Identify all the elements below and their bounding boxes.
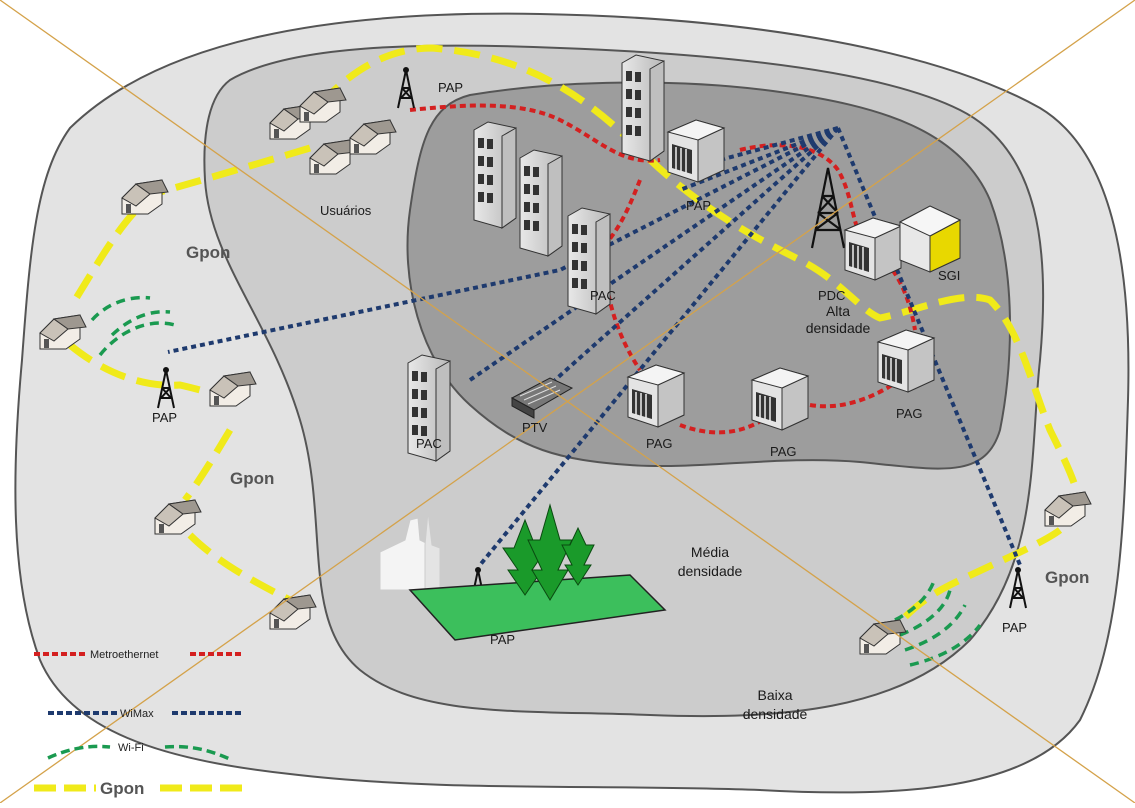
pag-building-icon [877, 329, 935, 393]
pap-label: PAP [152, 410, 177, 425]
pag-label: PAG [896, 406, 923, 421]
tall-building-icon [519, 149, 563, 257]
ptv-device-icon [510, 377, 574, 419]
zone-label-high: Alta [826, 303, 850, 319]
gpon-label: Gpon [230, 469, 274, 488]
legend-wifi-label: Wi-Fi [118, 742, 144, 754]
zone-label-high-2: densidade [806, 320, 871, 336]
gpon-label: Gpon [1045, 568, 1089, 587]
trees-icon [502, 503, 595, 601]
pap-label: PAP [1002, 620, 1027, 635]
equipment-building-icon [667, 119, 725, 183]
pdc-label: PDC [818, 288, 845, 303]
zone-label-medium-2: densidade [678, 563, 743, 579]
pap-label: PAP [438, 80, 463, 95]
tall-building-icon [473, 121, 517, 229]
usuarios-label: Usuários [320, 203, 372, 218]
zone-label-medium: Média [691, 544, 729, 560]
ptv-label: PTV [522, 420, 548, 435]
zone-label-low-2: densidade [743, 706, 808, 722]
legend-gpon-label: Gpon [100, 779, 144, 798]
pac-label: PAC [590, 288, 616, 303]
legend: Metroethernet WiMax Wi-Fi Gpon [34, 649, 246, 798]
legend-gpon: Gpon [34, 779, 246, 798]
wifi-waves [90, 295, 982, 667]
pag-label: PAG [770, 444, 797, 459]
pap-label: PAP [686, 198, 711, 213]
legend-metroethernet: Metroethernet [34, 649, 244, 661]
zone-label-low: Baixa [757, 687, 792, 703]
sgi-label: SGI [938, 268, 960, 283]
pag-building-icon [751, 367, 809, 431]
pac-label: PAC [416, 436, 442, 451]
legend-metroethernet-label: Metroethernet [90, 649, 158, 661]
pap-label: PAP [490, 632, 515, 647]
gpon-label: Gpon [186, 243, 230, 262]
legend-wifi: Wi-Fi [47, 742, 233, 762]
tall-building-icon [621, 54, 665, 162]
pag-label: PAG [646, 436, 673, 451]
legend-wimax: WiMax [48, 708, 244, 720]
legend-wimax-label: WiMax [120, 708, 154, 720]
pdc-building-icon [844, 217, 902, 281]
sgi-server-icon [898, 205, 962, 273]
pag-building-icon [627, 364, 685, 428]
